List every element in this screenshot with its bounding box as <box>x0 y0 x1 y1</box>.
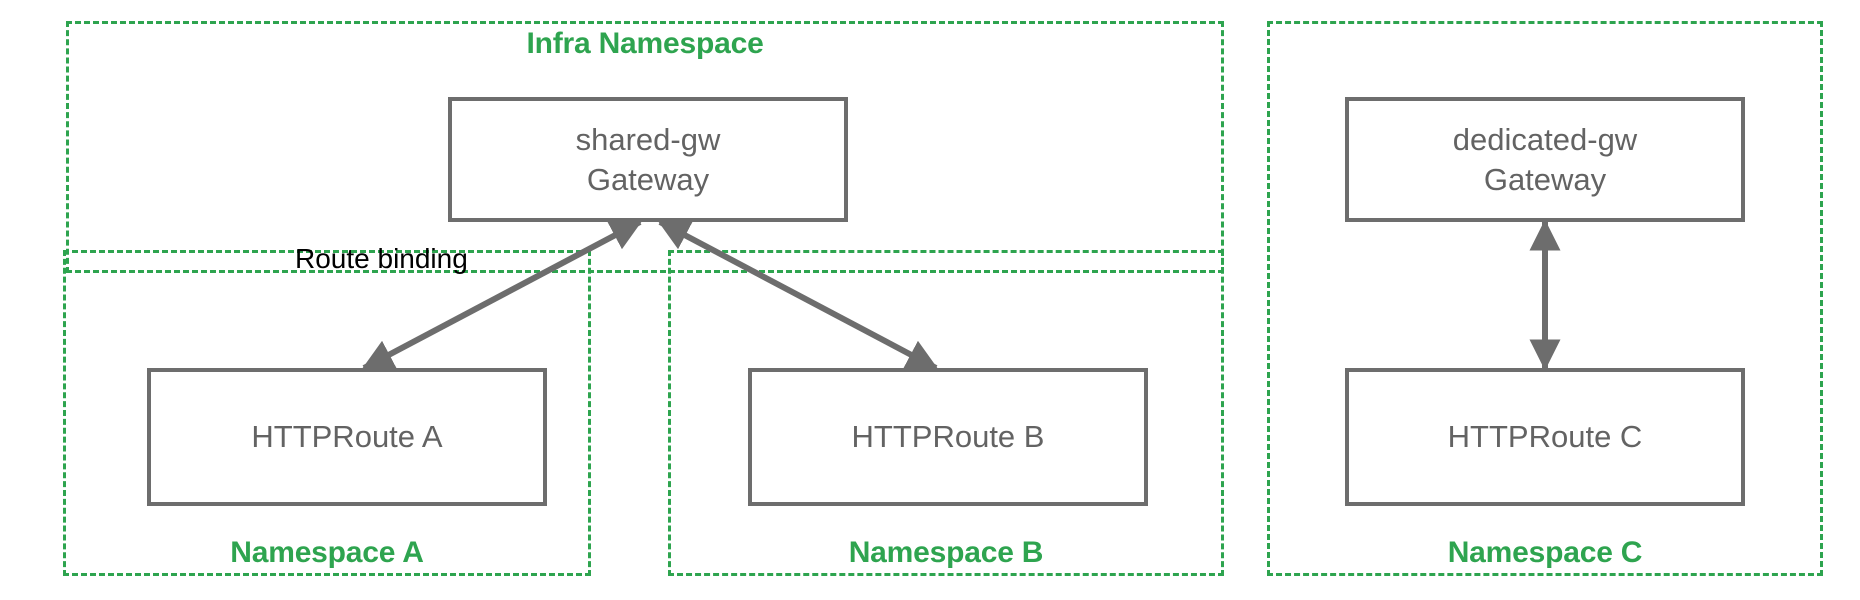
namespace-b-label: Namespace B <box>848 536 1044 569</box>
namespace-infra-label: Infra Namespace <box>526 27 764 60</box>
namespace-c-container <box>1267 21 1823 576</box>
gateway-dedicated-gw-box[interactable]: dedicated-gw Gateway <box>1345 97 1745 222</box>
httproute-c-box[interactable]: HTTPRoute C <box>1345 368 1745 506</box>
route-binding-label: Route binding <box>295 243 468 274</box>
httproute-b-box[interactable]: HTTPRoute B <box>748 368 1148 506</box>
namespace-b-container <box>668 250 1224 576</box>
httproute-a-box[interactable]: HTTPRoute A <box>147 368 547 506</box>
namespace-c-label: Namespace C <box>1447 536 1643 569</box>
namespace-a-label: Namespace A <box>230 536 424 569</box>
gateway-shared-gw-box[interactable]: shared-gw Gateway <box>448 97 848 222</box>
namespace-a-container <box>63 250 591 576</box>
namespace-infra-container <box>66 21 1224 273</box>
